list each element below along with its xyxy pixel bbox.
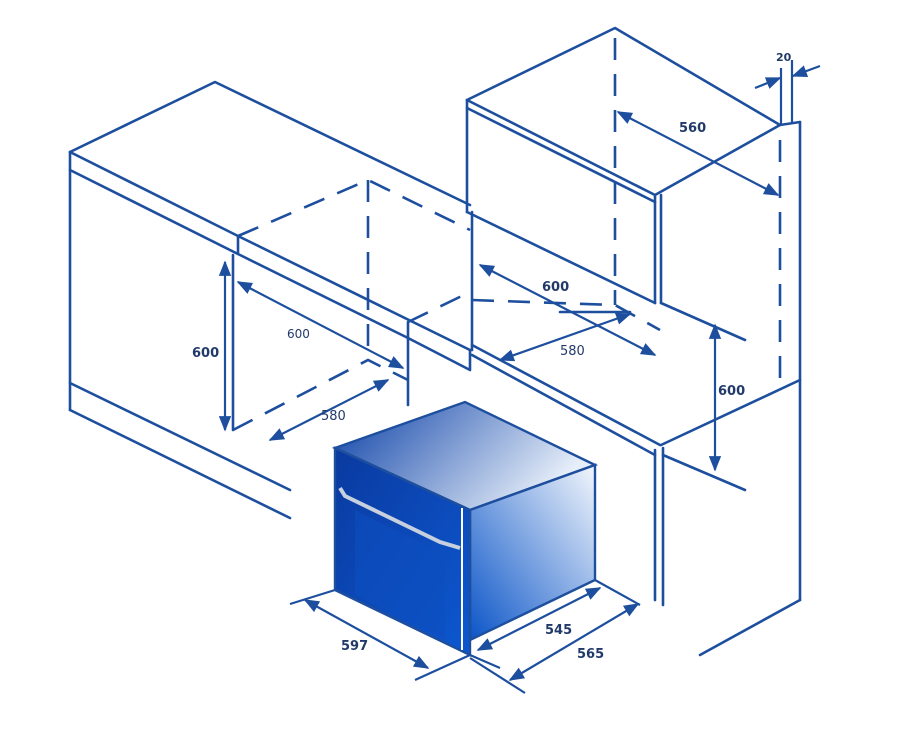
dimension-lines xyxy=(218,60,821,694)
label-tall-niche-width: 600 xyxy=(542,280,569,295)
label-tall-niche-depth: 580 xyxy=(560,344,585,359)
label-oven-total-depth: 565 xyxy=(577,647,604,662)
oven xyxy=(331,400,599,657)
label-niche-left-height: 600 xyxy=(192,346,219,361)
label-tall-cabinet-depth: 560 xyxy=(679,121,706,136)
label-niche-left-width: 600 xyxy=(287,327,310,341)
tall-cabinet-hidden-lines xyxy=(471,38,782,385)
label-tall-niche-height: 600 xyxy=(718,384,745,399)
label-oven-width: 597 xyxy=(341,639,368,654)
label-oven-depth: 545 xyxy=(545,623,572,638)
base-niche-hidden-lines xyxy=(232,178,471,432)
label-niche-left-depth: 580 xyxy=(321,409,346,424)
oven-handle xyxy=(338,486,461,550)
label-panel-gap: 20 xyxy=(776,51,792,64)
